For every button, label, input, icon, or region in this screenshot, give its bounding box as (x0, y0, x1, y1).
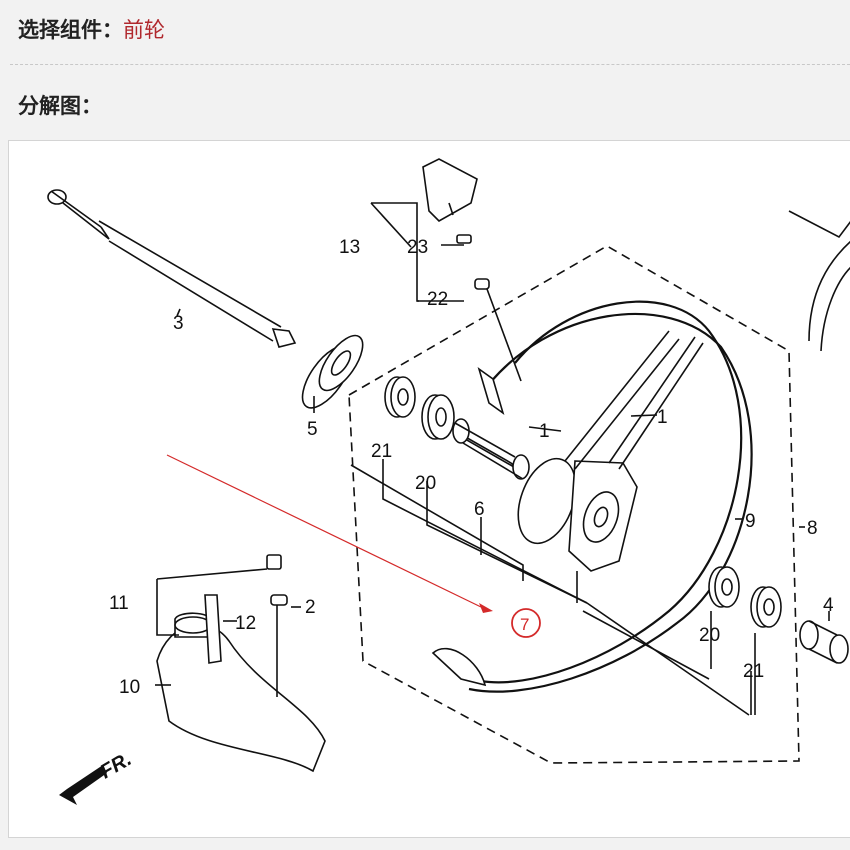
part-label-1a[interactable]: 1 (539, 421, 550, 442)
part-label-9[interactable]: 9 (745, 511, 756, 532)
part-label-8[interactable]: 8 (807, 518, 818, 539)
rim-drawing (431, 300, 753, 693)
diagram-label: 分解图： (18, 94, 102, 118)
part-label-2[interactable]: 2 (305, 597, 316, 618)
part-label-1b[interactable]: 1 (657, 407, 668, 428)
part-label-20b[interactable]: 20 (699, 625, 720, 646)
valve-drawing (422, 158, 490, 290)
assembly-outline (348, 245, 800, 764)
part-label-7[interactable]: 7 (520, 615, 529, 634)
part-label-20a[interactable]: 20 (415, 473, 436, 494)
part-label-10[interactable]: 10 (119, 677, 140, 698)
highlight-arrow (166, 454, 493, 613)
part-label-21b[interactable]: 21 (743, 661, 764, 682)
part-label-23[interactable]: 23 (407, 237, 428, 258)
collar-drawing (452, 418, 530, 480)
diagram-panel: FR. 3 5 1 1 21 20 6 7 8 9 13 23 22 11 2 … (8, 140, 850, 838)
highlight-circle (511, 608, 541, 638)
left-spacer-drawing (301, 334, 364, 409)
left-bearings-drawing (384, 376, 455, 440)
component-value[interactable]: 前轮 (123, 18, 165, 42)
part-label-12[interactable]: 12 (235, 613, 256, 634)
part-label-6[interactable]: 6 (474, 499, 485, 520)
part-label-5[interactable]: 5 (307, 419, 318, 440)
adjacent-wheel-drawing (788, 210, 850, 352)
part-label-13[interactable]: 13 (339, 237, 360, 258)
part-label-11[interactable]: 11 (109, 593, 129, 614)
diagram-title-row: 分解图： (0, 66, 850, 138)
part-label-3[interactable]: 3 (173, 313, 184, 334)
part-label-22[interactable]: 22 (427, 289, 448, 310)
hub-drawing (517, 330, 704, 572)
right-bearings-drawing (708, 566, 782, 628)
front-marker: FR. (97, 748, 136, 783)
front-arrow-icon (59, 765, 107, 805)
axle-drawing (47, 189, 297, 348)
tire-drawing (156, 554, 326, 773)
side-collar-drawing (799, 620, 849, 664)
component-selector-row: 选择组件：前轮 (0, 0, 850, 62)
part-label-4[interactable]: 4 (823, 595, 834, 616)
divider (10, 64, 850, 65)
part-label-21a[interactable]: 21 (371, 441, 392, 462)
exploded-diagram: FR. 3 5 1 1 21 20 6 7 8 9 13 23 22 11 2 … (47, 158, 850, 805)
component-label: 选择组件：前轮 (18, 18, 165, 42)
